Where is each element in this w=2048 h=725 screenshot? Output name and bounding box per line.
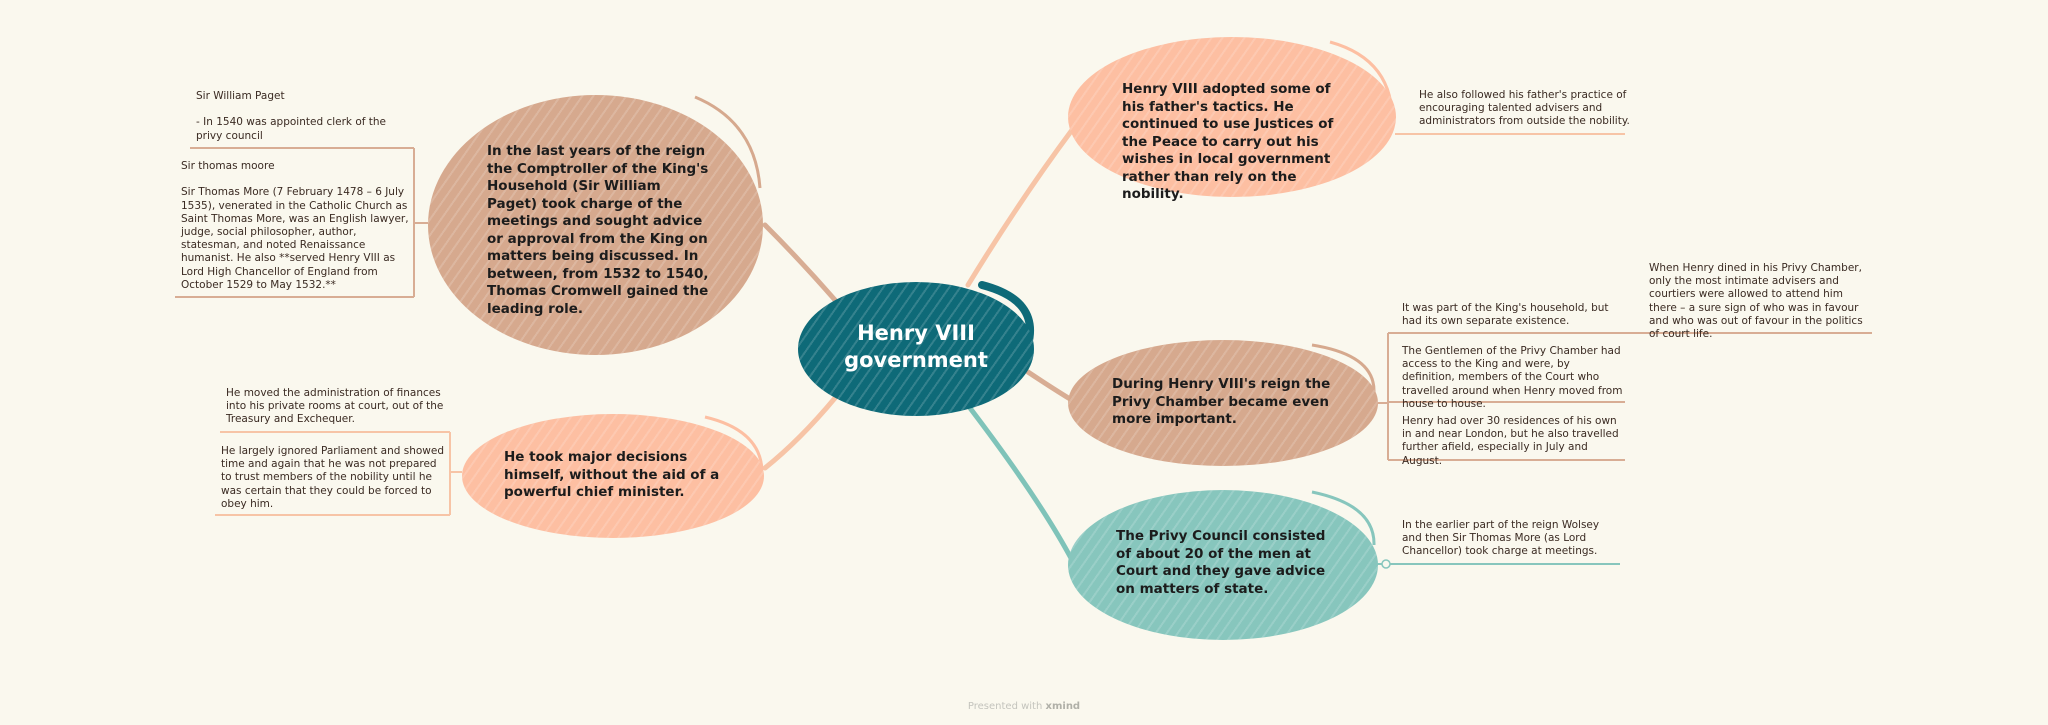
topic-privy-council-text: The Privy Council consisted of about 20 … <box>1116 528 1326 597</box>
note-residences[interactable]: Henry had over 30 residences of his own … <box>1402 415 1619 467</box>
topic-privy-chamber-text: During Henry VIII's reign the Privy Cham… <box>1112 376 1331 427</box>
central-title-line2: government <box>844 348 988 372</box>
topic-major-decisions[interactable]: He took major decisions himself, without… <box>462 414 764 538</box>
note-advisers[interactable]: He also followed his father's practice o… <box>1419 89 1630 128</box>
note-parliament[interactable]: He largely ignored Parliament and showed… <box>221 445 445 510</box>
topic-major-decisions-text: He took major decisions himself, without… <box>504 449 720 500</box>
connector-adopted <box>965 127 1075 288</box>
note-paget[interactable]: Sir William Paget - In 1540 was appointe… <box>196 90 387 142</box>
connector-privy-council <box>967 405 1075 563</box>
note-finances[interactable]: He moved the administration of finances … <box>226 387 444 426</box>
topic-comptroller[interactable]: In the last years of the reign the Compt… <box>428 95 763 355</box>
note-wolsey[interactable]: In the earlier part of the reign Wolsey … <box>1402 519 1600 558</box>
note-gentlemen[interactable]: The Gentlemen of the Privy Chamber had a… <box>1402 345 1623 410</box>
central-topic[interactable]: Henry VIII government <box>798 282 1034 416</box>
note-dining[interactable]: When Henry dined in his Privy Chamber, o… <box>1649 262 1863 341</box>
topic-privy-council[interactable]: The Privy Council consisted of about 20 … <box>1068 490 1378 640</box>
footer-presented-with: Presented with xmind <box>0 701 2048 712</box>
connector-comptroller <box>762 222 838 303</box>
note-thomas-more[interactable]: Sir thomas moore Sir Thomas More (7 Febr… <box>181 160 409 291</box>
topic-adopted-tactics[interactable]: Henry VIII adopted some of his father's … <box>1068 37 1396 202</box>
footer-prefix: Presented with <box>967 701 1043 712</box>
topic-comptroller-text: In the last years of the reign the Compt… <box>487 143 709 317</box>
topic-adopted-tactics-text: Henry VIII adopted some of his father's … <box>1122 81 1334 202</box>
connector-decisions <box>762 395 838 471</box>
central-title-line1: Henry VIII <box>857 321 975 345</box>
topic-privy-chamber[interactable]: During Henry VIII's reign the Privy Cham… <box>1068 340 1378 466</box>
note-household[interactable]: It was part of the King's household, but… <box>1402 302 1609 328</box>
footer-brand[interactable]: xmind <box>1045 701 1081 712</box>
